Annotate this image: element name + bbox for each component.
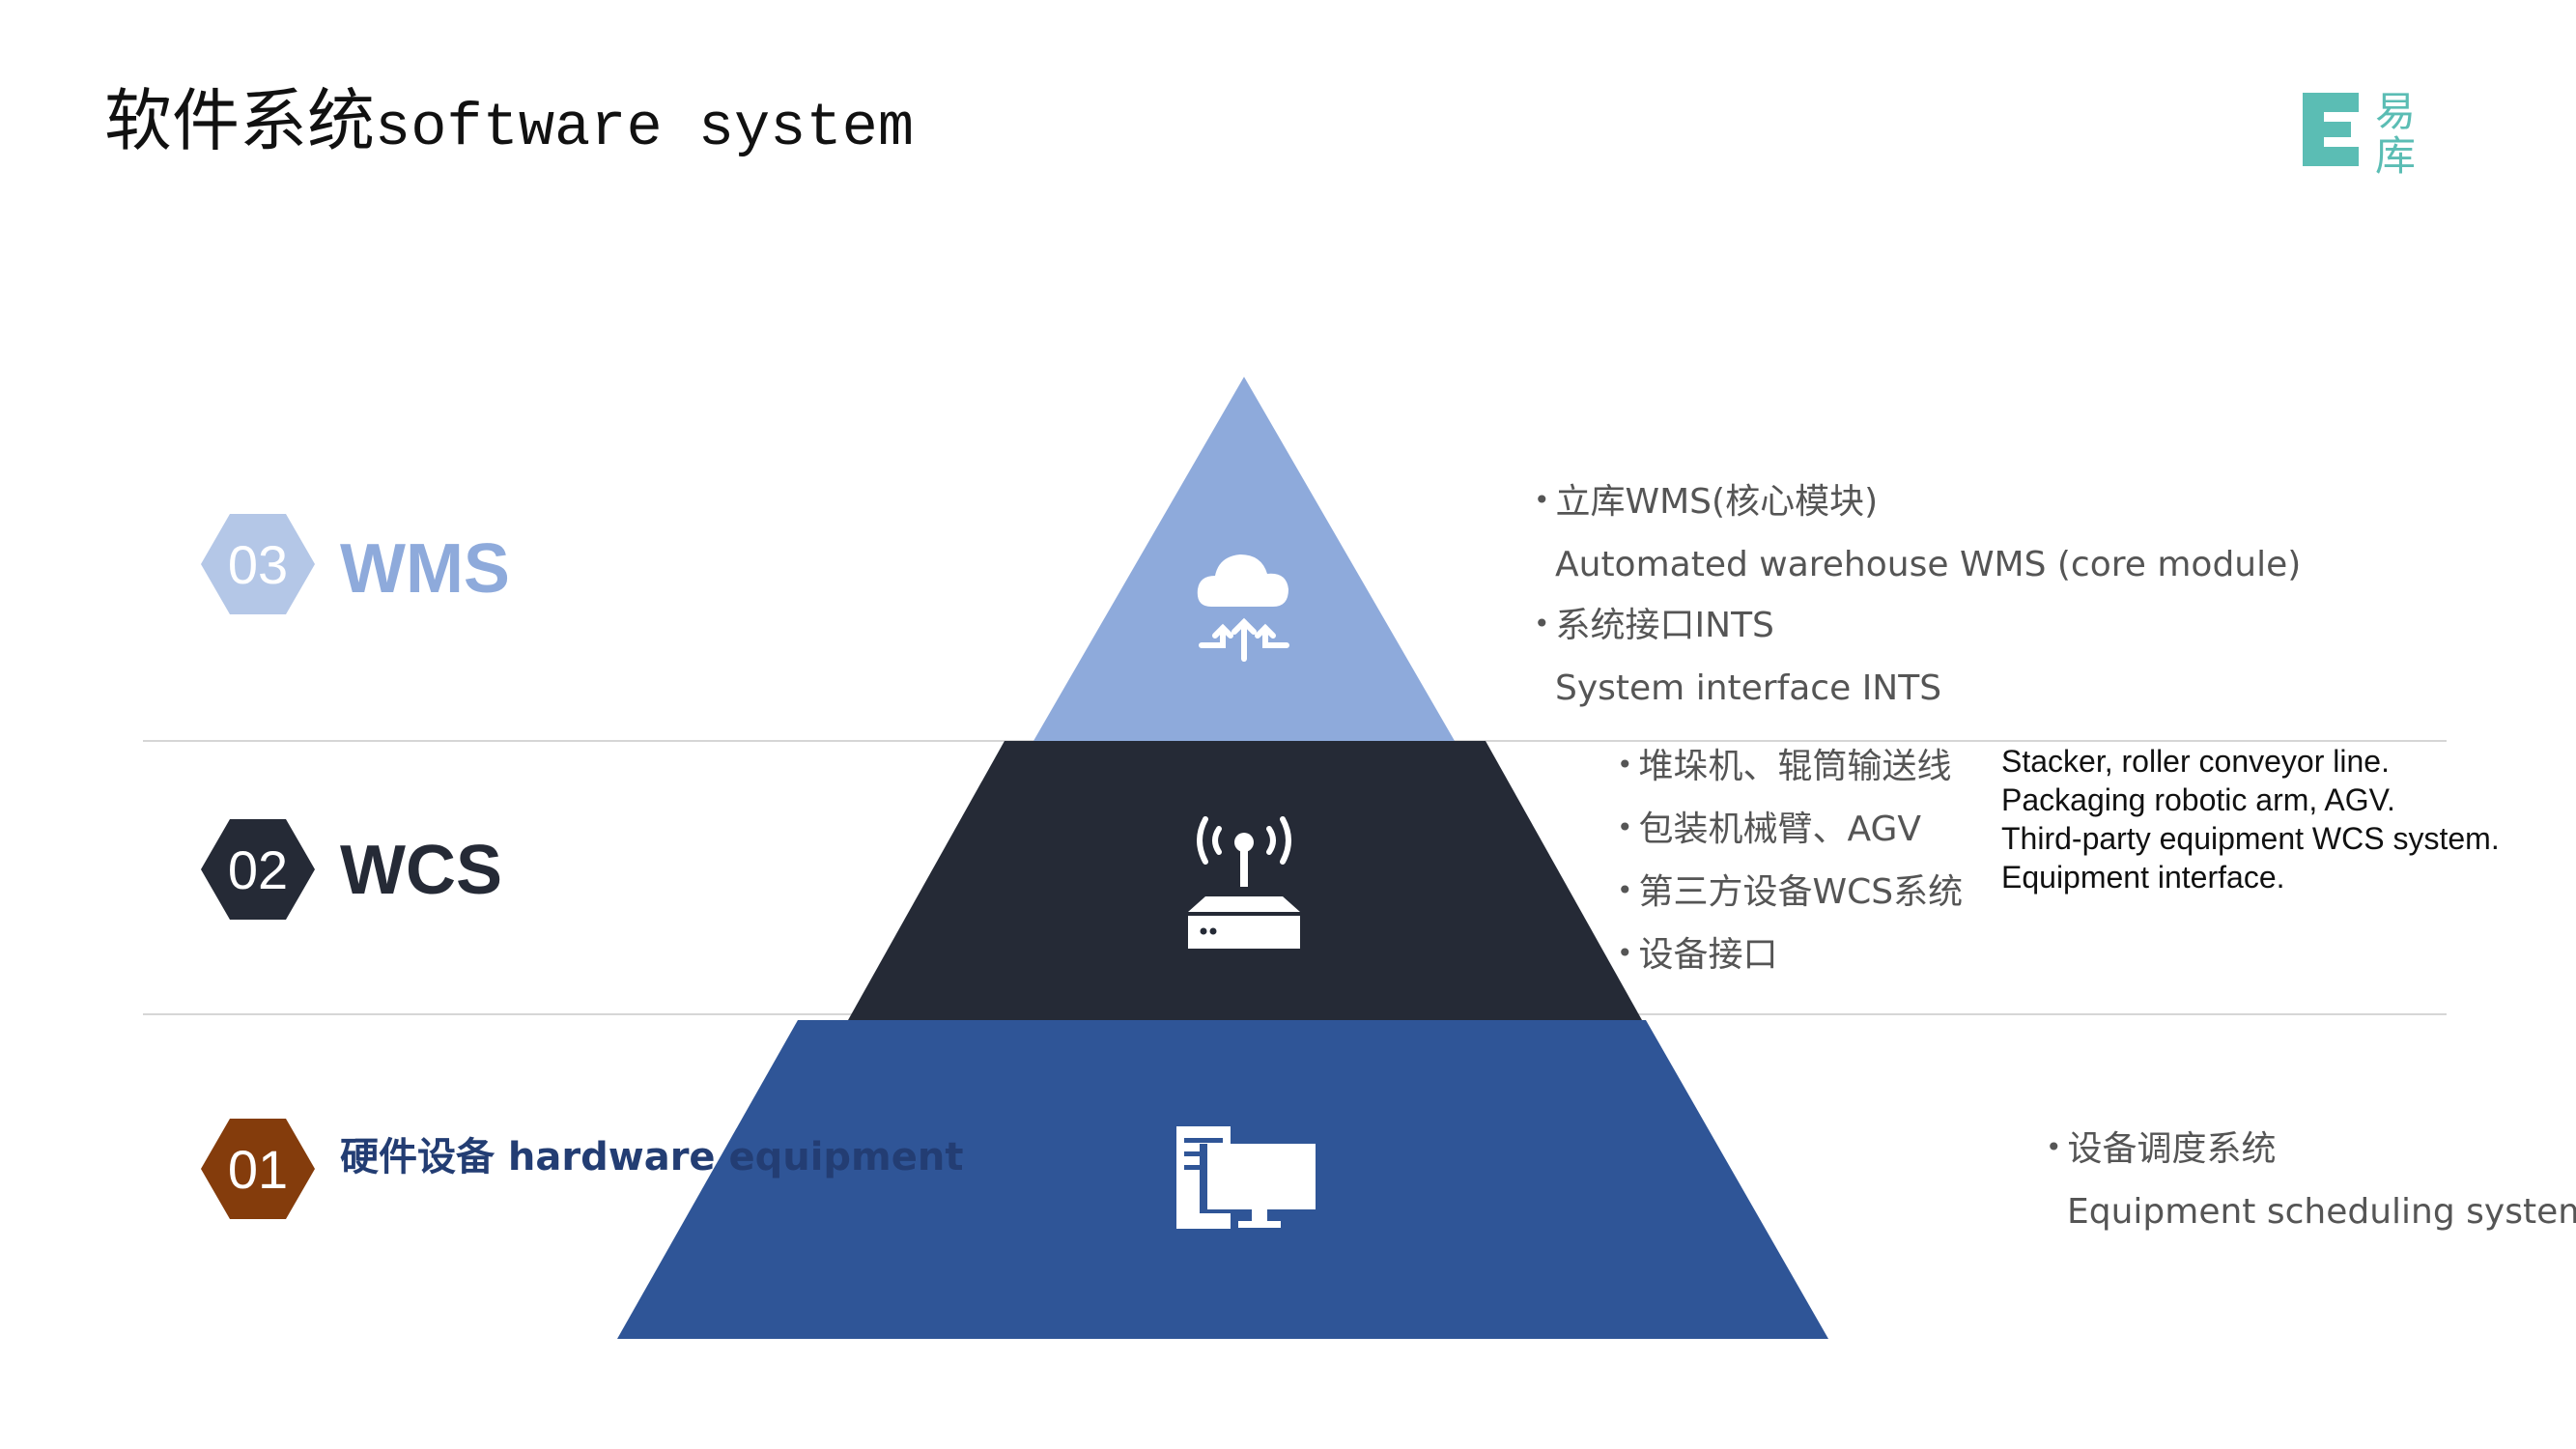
wms-item-1: •立库WMS(核心模块) [1534,482,1879,522]
wcs-item-2: •包装机械臂、AGV [1617,810,1922,849]
level-number: 02 [227,838,289,900]
level-label-wcs: WCS [340,832,502,909]
cloud-upload-icon [1197,554,1289,662]
logo-e-shape [2303,93,2359,166]
page-title: 软件系统software system [104,77,914,172]
wms-item-2: •系统接口INTS [1534,606,1774,645]
level-badge-03: 03 [201,514,315,614]
wcs-en-line: Third-party equipment WCS system. [2001,821,2500,856]
level-number: 03 [227,533,289,595]
desktop-computer-icon [1176,1126,1316,1229]
hardware-item-1: •设备调度系统 [2046,1129,2277,1169]
level-label-hardware: 硬件设备 hardware equipment [340,1135,964,1179]
wcs-en-line: Stacker, roller conveyor line. [2001,744,2390,779]
wcs-en-line: Packaging robotic arm, AGV. [2001,782,2395,817]
wcs-item-3: •第三方设备WCS系统 [1617,872,1964,912]
page-title-en: software system [375,94,915,162]
logo-mark: 易 库 [2303,88,2416,180]
level-badge-01: 01 [201,1119,315,1219]
hardware-item-1-en: Equipment scheduling system [2067,1192,2576,1232]
wcs-item-1: •堆垛机、辊筒输送线 [1617,747,1952,786]
hardware-description: •设备调度系统 Equipment scheduling system [2046,1119,2576,1242]
wcs-description: •堆垛机、辊筒输送线 •包装机械臂、AGV •第三方设备WCS系统 •设备接口 [1617,736,1963,987]
logo-text-top: 易 [2375,88,2416,135]
wcs-item-4: •设备接口 [1617,935,1778,975]
level-number: 01 [227,1138,289,1200]
wms-description: •立库WMS(核心模块) Automated warehouse WMS (co… [1534,471,2301,719]
company-logo: 易 库 [2299,79,2444,180]
level-label-wms: WMS [340,530,510,608]
wms-item-1-en: Automated warehouse WMS (core module) [1555,545,2302,584]
level-badge-02: 02 [201,819,315,920]
router-icon [1188,816,1300,949]
logo-text-bottom: 库 [2375,132,2416,176]
page-title-zh: 软件系统 [104,81,375,160]
wms-item-2-en: System interface INTS [1555,668,1942,708]
wcs-en-line: Equipment interface. [2001,860,2285,895]
wcs-description-en: Stacker, roller conveyor line. Packaging… [2001,742,2500,896]
